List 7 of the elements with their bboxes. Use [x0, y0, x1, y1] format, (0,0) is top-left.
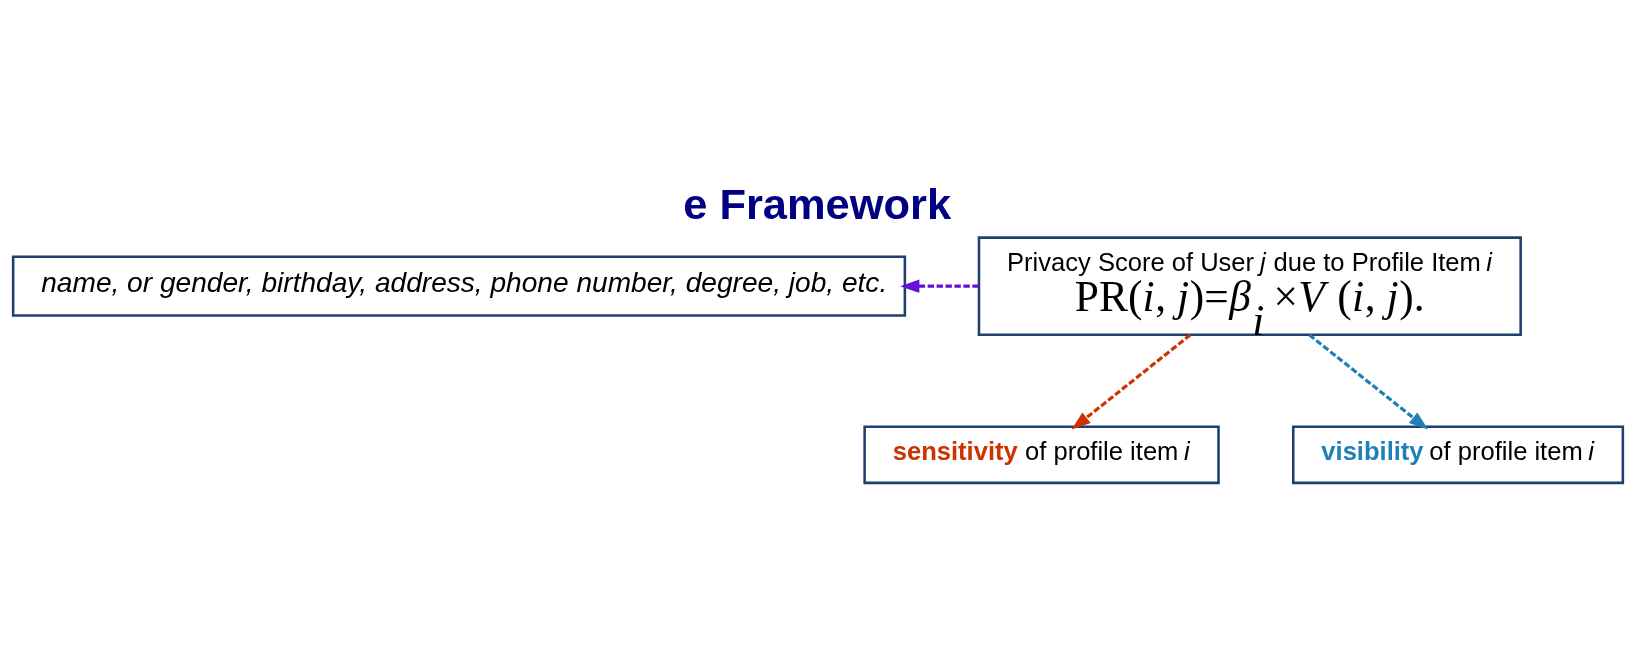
diagram-title: e Framework	[683, 179, 952, 228]
node-box: visibility of profile item i	[1291, 424, 1625, 484]
arrow	[1308, 333, 1429, 430]
arrow	[1071, 333, 1192, 430]
node-box: sensitivity of profile item i	[863, 424, 1220, 484]
node-box: name, or gender, birthday, address, phone number, degree, job, etc.	[11, 255, 907, 317]
arrow	[900, 278, 979, 293]
